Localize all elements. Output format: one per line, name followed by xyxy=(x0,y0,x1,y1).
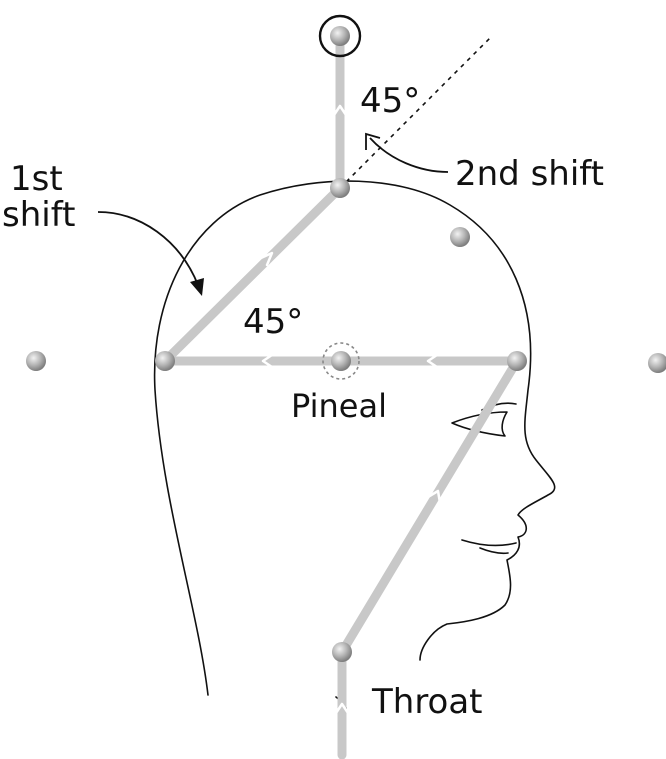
front-head-node xyxy=(507,351,527,371)
pineal-node xyxy=(331,351,351,371)
first-shift-label-line1: 1st xyxy=(10,159,63,199)
left-outer-node xyxy=(26,351,46,371)
throat-node xyxy=(332,642,352,662)
first-shift-pointer xyxy=(98,212,198,285)
first-shift-arrowhead xyxy=(190,278,204,296)
back-head-node xyxy=(155,351,175,371)
angle-label-top: 45° xyxy=(360,81,420,121)
right-outer-node xyxy=(648,353,666,373)
second-shift-label: 2nd shift xyxy=(455,154,604,194)
upper-right-node xyxy=(450,227,470,247)
first-shift-label-line2: shift xyxy=(2,195,75,235)
mouth-line-lower xyxy=(480,548,508,553)
second-shift-pointer xyxy=(370,138,448,172)
pineal-label: Pineal xyxy=(291,387,387,425)
angle-label-mid: 45° xyxy=(243,302,303,342)
top-head-node xyxy=(330,178,350,198)
crown-node xyxy=(330,26,350,46)
mouth-line xyxy=(462,540,516,546)
throat-label: Throat xyxy=(371,682,483,722)
